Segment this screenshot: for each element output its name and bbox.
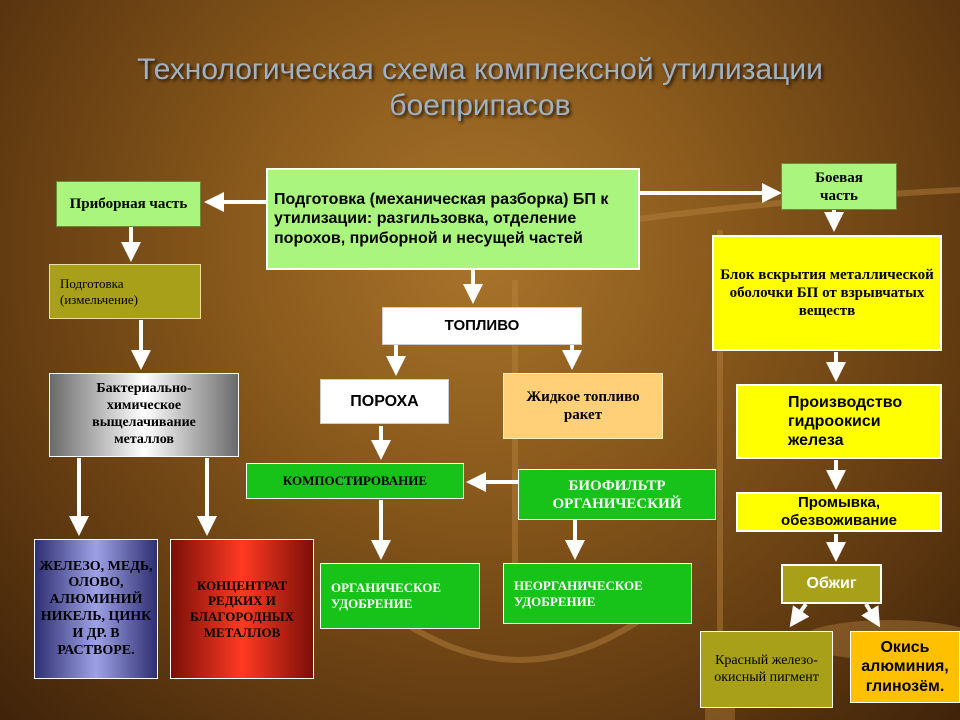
node-inorganic-fertilizer: НЕОРГАНИЧЕСКОЕ УДОБРЕНИЕ [503, 563, 692, 624]
node-crushing: Подготовка (измельчение) [49, 264, 201, 319]
node-leaching: Бактериально-химическое выщелачивание ме… [49, 373, 239, 457]
node-roasting: Обжиг [781, 564, 882, 604]
node-fuel: ТОПЛИВО [382, 307, 582, 345]
page-title: Технологическая схема комплексной утилиз… [137, 53, 823, 122]
node-opening-block: Блок вскрытия металлической оболочки БП … [712, 235, 942, 351]
node-preparation: Подготовка (механическая разборка) БП к … [266, 168, 640, 270]
node-biofilter: БИОФИЛЬТР ОРГАНИЧЕСКИЙ [518, 469, 716, 520]
node-composting: КОМПОСТИРОВАНИЕ [246, 463, 464, 499]
node-instrument-part: Приборная часть [56, 181, 201, 227]
node-warhead: Боевая часть [781, 163, 897, 210]
node-metals-solution: ЖЕЛЕЗО, МЕДЬ, ОЛОВО, АЛЮМИНИЙ НИКЕЛЬ, ЦИ… [34, 539, 158, 679]
node-concentrate: КОНЦЕНТРАТ РЕДКИХ И БЛАГОРОДНЫХ МЕТАЛЛОВ [170, 539, 314, 679]
node-organic-fertilizer: ОРГАНИЧЕСКОЕ УДОБРЕНИЕ [320, 563, 480, 629]
node-powders: ПОРОХА [320, 379, 449, 424]
node-washing: Промывка, обезвоживание [736, 492, 942, 532]
node-red-pigment: Красный железо-окисный пигмент [700, 631, 833, 708]
node-liquid-fuel: Жидкое топливо ракет [503, 373, 663, 439]
node-alumina: Окись алюминия, глинозём. [850, 631, 960, 703]
node-iron-hydroxide: Производство гидроокиси железа [736, 384, 942, 459]
